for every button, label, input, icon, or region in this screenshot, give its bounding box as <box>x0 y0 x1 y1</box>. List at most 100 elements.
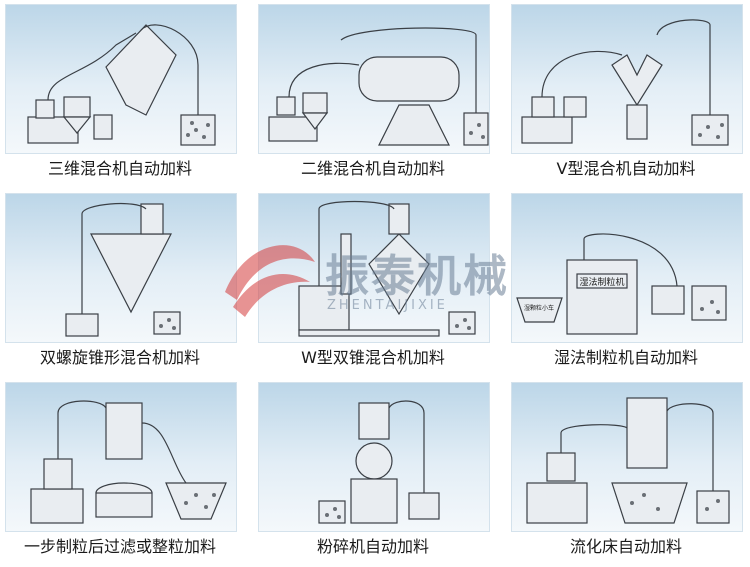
panel-caption: W型双锥混合机加料 <box>301 348 445 367</box>
feeder-cone <box>301 112 329 130</box>
vacuum-pump <box>65 313 99 337</box>
three-d-mixer-illustration <box>27 24 216 146</box>
feeder-hopper <box>358 402 390 440</box>
material-tank <box>448 311 476 335</box>
illustration-panel <box>5 4 237 154</box>
panel-w-double-cone-mixer: W型双锥混合机加料 <box>253 189 493 378</box>
vacuum-pump <box>35 99 55 119</box>
one-step-illustration <box>30 400 227 524</box>
panel-pulverizer: 粉碎机自动加料 <box>253 378 493 567</box>
granules <box>630 493 720 511</box>
illustration-panel <box>5 382 237 532</box>
wet-granulator-illustration: 湿法制粒机 湿颗粒小车 <box>516 233 727 335</box>
control-cabinet <box>526 482 588 524</box>
small-base <box>93 114 113 140</box>
crusher-head <box>355 442 393 480</box>
fluid-bed-illustration <box>526 397 730 524</box>
vacuum-hose <box>560 424 628 453</box>
illustration-panel: 湿法制粒机 湿颗粒小车 <box>511 193 743 343</box>
illustration-panel <box>258 382 490 532</box>
granules <box>700 300 720 314</box>
feed-hose <box>656 19 711 115</box>
granules <box>455 318 471 330</box>
feeder-hopper <box>531 96 555 118</box>
panel-caption: 双螺旋锥形混合机加料 <box>39 348 200 367</box>
pulverizer-illustration <box>318 400 440 524</box>
granules <box>186 121 210 139</box>
panel-caption: 二维混合机自动加料 <box>300 159 445 178</box>
granules <box>159 318 176 330</box>
vacuum-hose <box>288 62 360 98</box>
illustration-panel <box>511 4 743 154</box>
v-mixer-body <box>611 54 663 107</box>
control-cabinet <box>30 488 84 524</box>
granules <box>698 123 724 139</box>
panel-caption: 粉碎机自动加料 <box>316 537 429 556</box>
panel-three-d-mixer: 三维混合机自动加料 <box>0 0 240 189</box>
panel-wet-granulator: 湿法制粒机 湿颗粒小车 湿法制粒机自动加料 <box>506 189 746 378</box>
mixer-drum <box>105 24 177 116</box>
vacuum-hose <box>541 50 623 98</box>
material-tank <box>463 112 489 146</box>
vacuum-pump <box>276 96 296 116</box>
panel-fluid-bed: 流化床自动加料 <box>506 378 746 567</box>
material-bin <box>165 482 227 520</box>
feeder-hopper <box>626 397 668 469</box>
feeder-hopper <box>388 203 410 235</box>
vacuum-pump <box>546 452 576 482</box>
base-frame <box>298 329 440 337</box>
panel-one-step-granulation: 一步制粒后过滤或整粒加料 <box>0 378 240 567</box>
lifting-column <box>340 233 352 295</box>
w-mixer-illustration <box>298 200 476 337</box>
granules <box>469 123 485 139</box>
granulator-sign: 湿法制粒机 <box>579 276 624 288</box>
vacuum-hose <box>388 400 425 493</box>
feeder-hopper <box>105 402 143 460</box>
vacuum-hose <box>47 32 137 101</box>
panel-caption: 一步制粒后过滤或整粒加料 <box>23 537 216 556</box>
mixer-stand <box>626 104 648 140</box>
vacuum-pump <box>408 492 440 520</box>
panel-caption: V型混合机自动加料 <box>556 159 696 178</box>
vacuum-hose <box>318 200 395 286</box>
feeder-hopper <box>302 92 328 114</box>
granules <box>184 493 216 509</box>
cone-mixer-illustration <box>65 203 181 337</box>
panel-caption: 流化床自动加料 <box>569 537 682 556</box>
granulator-cabinet <box>566 259 638 335</box>
sieve-body <box>95 492 153 518</box>
panel-caption: 三维混合机自动加料 <box>47 159 192 178</box>
illustration-panel <box>511 382 743 532</box>
mixer-drum <box>358 56 460 102</box>
illustration-panel <box>5 193 237 343</box>
feed-hose <box>666 403 714 491</box>
illustration-panel <box>258 193 490 343</box>
material-tank <box>696 490 730 524</box>
cone-mixer-body <box>90 233 172 314</box>
granulator-sign-box <box>576 273 628 289</box>
feeder-hopper <box>63 96 91 118</box>
material-tank <box>318 500 346 524</box>
wet-granule-cart <box>516 297 563 323</box>
feeder-hopper <box>651 285 685 315</box>
cart-sign: 湿颗粒小车 <box>524 304 554 312</box>
feeder-hopper <box>140 203 164 235</box>
vacuum-hose <box>57 400 107 459</box>
w-mixer-body <box>368 233 430 316</box>
granules <box>325 507 341 519</box>
panel-double-screw-cone-mixer: 双螺旋锥形混合机加料 <box>0 189 240 378</box>
panel-v-mixer: V型混合机自动加料 <box>506 0 746 189</box>
material-tank <box>153 311 181 335</box>
panel-caption: 湿法制粒机自动加料 <box>553 348 698 367</box>
fluid-bed-bowl <box>611 482 688 524</box>
illustration-panel <box>258 4 490 154</box>
mixer-stand <box>378 104 450 146</box>
feed-hose <box>340 27 477 113</box>
crusher-body <box>350 478 398 524</box>
control-cabinet <box>521 116 573 144</box>
feed-hose <box>140 24 199 115</box>
material-tank <box>691 285 727 321</box>
vacuum-hose <box>583 233 678 287</box>
feeder-cone <box>62 116 92 134</box>
